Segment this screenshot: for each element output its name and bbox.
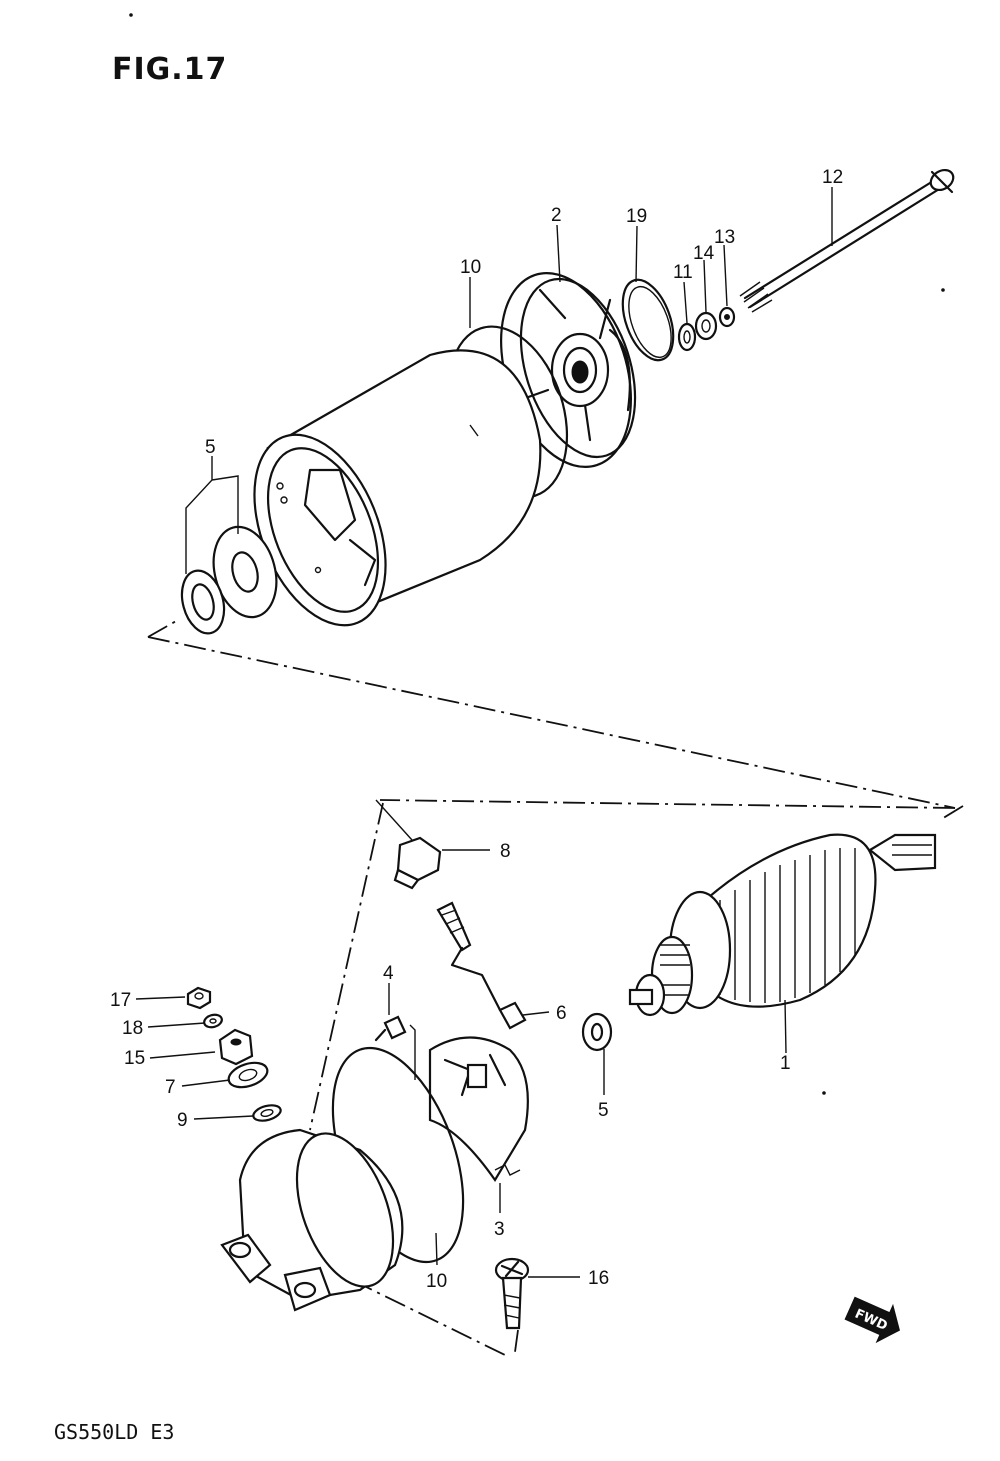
part-13-nut <box>718 306 736 328</box>
callout-labels: 12 2 19 10 11 14 13 5 8 4 6 17 18 15 7 9… <box>110 167 843 1292</box>
part-4-brush <box>374 1015 407 1042</box>
callout-19: 19 <box>626 206 647 227</box>
callout-16: 16 <box>588 1268 609 1289</box>
part-18-washer <box>203 1013 223 1029</box>
callout-12: 12 <box>822 167 843 188</box>
callout-leaders <box>135 187 833 1278</box>
callout-5-upper: 5 <box>205 437 216 458</box>
callout-15: 15 <box>124 1048 145 1069</box>
callout-18: 18 <box>122 1018 143 1039</box>
part-17-nut <box>186 986 212 1010</box>
part-14-washer <box>694 311 718 341</box>
model-code-label: GS550LD E3 <box>54 1420 175 1444</box>
yoke-housing <box>253 349 542 627</box>
callout-1: 1 <box>780 1053 791 1074</box>
callout-9: 9 <box>177 1110 188 1131</box>
part-9-washer <box>252 1104 282 1122</box>
callout-2: 2 <box>551 205 562 226</box>
fwd-direction-badge: FWD <box>844 1296 900 1344</box>
part-16-screw <box>494 1257 530 1330</box>
scan-specks <box>129 13 945 1095</box>
part-19-o-ring <box>621 278 675 362</box>
part-3-brush-holder <box>428 1036 529 1183</box>
rear-end-cover <box>220 1128 404 1312</box>
part-15-insulator <box>218 1028 254 1066</box>
callout-13: 13 <box>714 227 735 248</box>
part-7-insulator <box>227 1061 269 1089</box>
callout-11: 11 <box>673 262 693 283</box>
callout-17: 17 <box>110 990 131 1011</box>
part-2-end-housing <box>500 272 637 468</box>
callout-14: 14 <box>693 243 715 264</box>
part-1-armature <box>628 833 937 1017</box>
callout-4: 4 <box>383 963 394 984</box>
callout-5-lower: 5 <box>598 1100 609 1121</box>
callout-7: 7 <box>165 1077 176 1098</box>
callout-6: 6 <box>556 1003 567 1024</box>
part-11-washer <box>677 322 697 352</box>
callout-8: 8 <box>500 841 511 862</box>
part-12-through-bolt <box>739 168 955 313</box>
callout-10-upper: 10 <box>460 257 481 278</box>
figure-title: FIG.17 <box>112 52 228 87</box>
assembly-guide-lines <box>147 619 964 1356</box>
part-6-brush-lead <box>436 901 527 1030</box>
part-8-bracket <box>393 836 442 890</box>
callout-10-lower: 10 <box>426 1271 447 1292</box>
part-5-shim-lower <box>581 1012 613 1052</box>
callout-3: 3 <box>494 1219 505 1240</box>
part-5-shims-upper <box>180 525 278 635</box>
